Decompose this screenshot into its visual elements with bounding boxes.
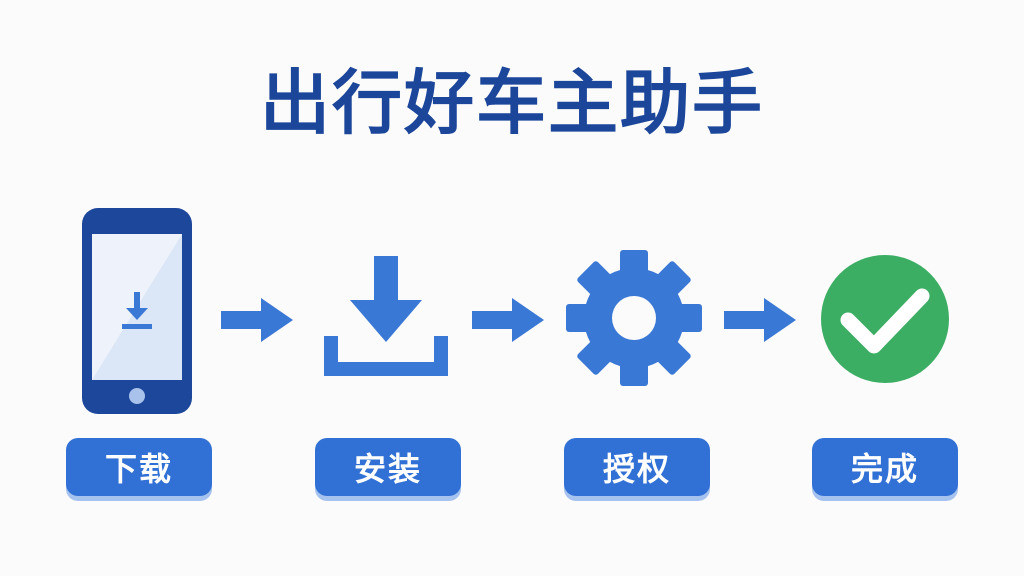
step-label-download[interactable]: 下载	[66, 438, 212, 496]
phone-download-icon	[82, 208, 192, 414]
arrow-right-icon	[472, 298, 544, 342]
step-label-complete[interactable]: 完成	[812, 438, 958, 496]
install-download-icon	[324, 256, 448, 376]
arrow-right-icon	[724, 298, 796, 342]
checkmark-circle-icon	[821, 255, 949, 383]
step-label-install[interactable]: 安装	[315, 438, 461, 496]
page-title: 出行好车主助手	[260, 62, 764, 144]
gear-icon	[566, 250, 702, 386]
step-label-authorize[interactable]: 授权	[564, 438, 710, 496]
arrow-right-icon	[221, 298, 293, 342]
